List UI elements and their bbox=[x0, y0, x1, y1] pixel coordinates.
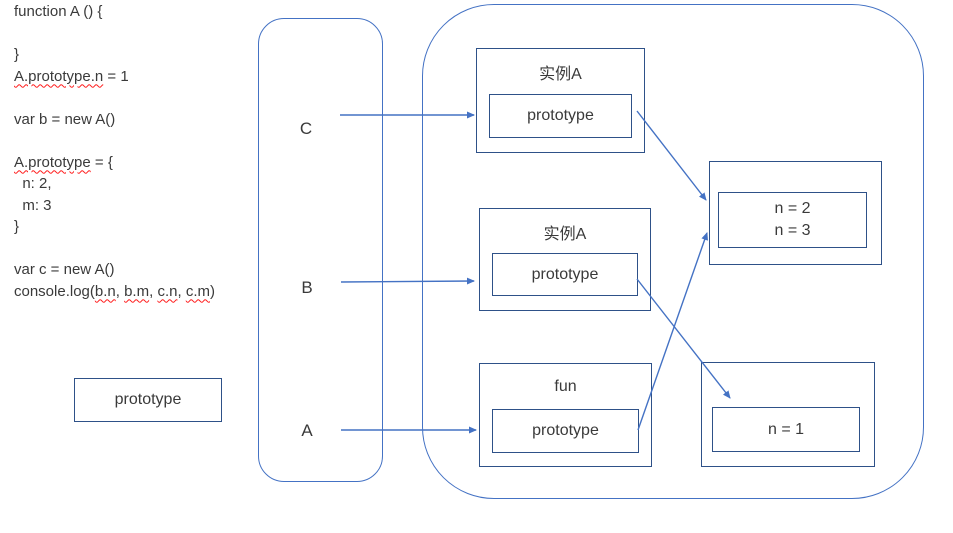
code-block: function A () { } A.prototype.n = 1 var b… bbox=[14, 1, 215, 302]
code-line bbox=[14, 87, 215, 109]
code-line bbox=[14, 130, 215, 152]
lane-container bbox=[258, 18, 383, 482]
code-segment: = 1 bbox=[103, 67, 129, 85]
code-segment: } bbox=[14, 46, 20, 63]
code-segment: m: 3 bbox=[14, 196, 52, 214]
code-segment: , bbox=[177, 282, 186, 300]
value-line-n1: n = 1 bbox=[767, 420, 805, 438]
code-segment: , bbox=[149, 282, 158, 300]
code-line: console.log(b.n, b.m, c.n, c.m) bbox=[14, 281, 215, 303]
fun-box-title: fun bbox=[554, 377, 577, 395]
code-line bbox=[14, 23, 215, 45]
instance-box-middle-title: 实例A bbox=[543, 225, 587, 243]
code-segment: , bbox=[115, 282, 125, 300]
code-line: } bbox=[14, 216, 215, 238]
code-line: function A () { bbox=[14, 1, 215, 23]
standalone-prototype-box: prototype bbox=[74, 378, 222, 422]
instance-box-top-prototype-slot: prototype bbox=[489, 94, 632, 138]
code-segment-squiggle: A.prototype.n bbox=[14, 67, 104, 85]
code-segment: var c = new A() bbox=[14, 261, 115, 278]
fun-box-prototype-slot: prototype bbox=[492, 409, 639, 453]
value-box-n1-inner: n = 1 bbox=[712, 407, 860, 452]
code-segment-squiggle: b.n bbox=[94, 282, 116, 300]
code-line: var b = new A() bbox=[14, 109, 215, 131]
code-line: } bbox=[14, 44, 215, 66]
code-line bbox=[14, 238, 215, 260]
code-line: A.prototype = { bbox=[14, 152, 215, 174]
prototype-chain-container bbox=[422, 4, 924, 499]
lane-label-b: B bbox=[301, 278, 313, 297]
lane-label-c: C bbox=[299, 119, 313, 138]
code-segment: var b = new A() bbox=[14, 110, 116, 128]
code-segment-squiggle: c.n bbox=[157, 282, 178, 300]
code-segment: n: 2, bbox=[14, 175, 52, 192]
value-line-n3: n = 3 bbox=[774, 222, 811, 239]
code-segment: = { bbox=[90, 153, 113, 171]
code-line: A.prototype.n = 1 bbox=[14, 66, 215, 88]
code-segment-squiggle: A.prototype bbox=[14, 153, 91, 171]
value-box-n2-n3-inner: n = 2 n = 3 bbox=[718, 192, 867, 248]
fun-box: fun prototype bbox=[479, 363, 652, 467]
value-line-n2: n = 2 bbox=[774, 200, 811, 217]
code-segment: function A () { bbox=[14, 3, 103, 20]
instance-box-top-title: 实例A bbox=[539, 65, 582, 83]
code-segment: } bbox=[14, 218, 20, 235]
code-line: m: 3 bbox=[14, 195, 215, 217]
code-line: n: 2, bbox=[14, 173, 215, 195]
code-segment: ) bbox=[209, 282, 215, 300]
instance-box-middle-prototype-slot: prototype bbox=[492, 253, 638, 296]
value-box-n2-n3: n = 2 n = 3 bbox=[709, 161, 882, 265]
code-line: var c = new A() bbox=[14, 259, 215, 281]
lane-label-a: A bbox=[301, 421, 313, 440]
code-segment: console.log( bbox=[14, 282, 95, 300]
instance-box-middle: 实例A prototype bbox=[479, 208, 651, 311]
instance-box-top: 实例A prototype bbox=[476, 48, 645, 153]
value-box-n1: n = 1 bbox=[701, 362, 875, 467]
standalone-prototype-label: prototype bbox=[114, 391, 182, 408]
code-segment-squiggle: c.m bbox=[185, 282, 210, 300]
code-segment-squiggle: b.m bbox=[124, 282, 150, 300]
